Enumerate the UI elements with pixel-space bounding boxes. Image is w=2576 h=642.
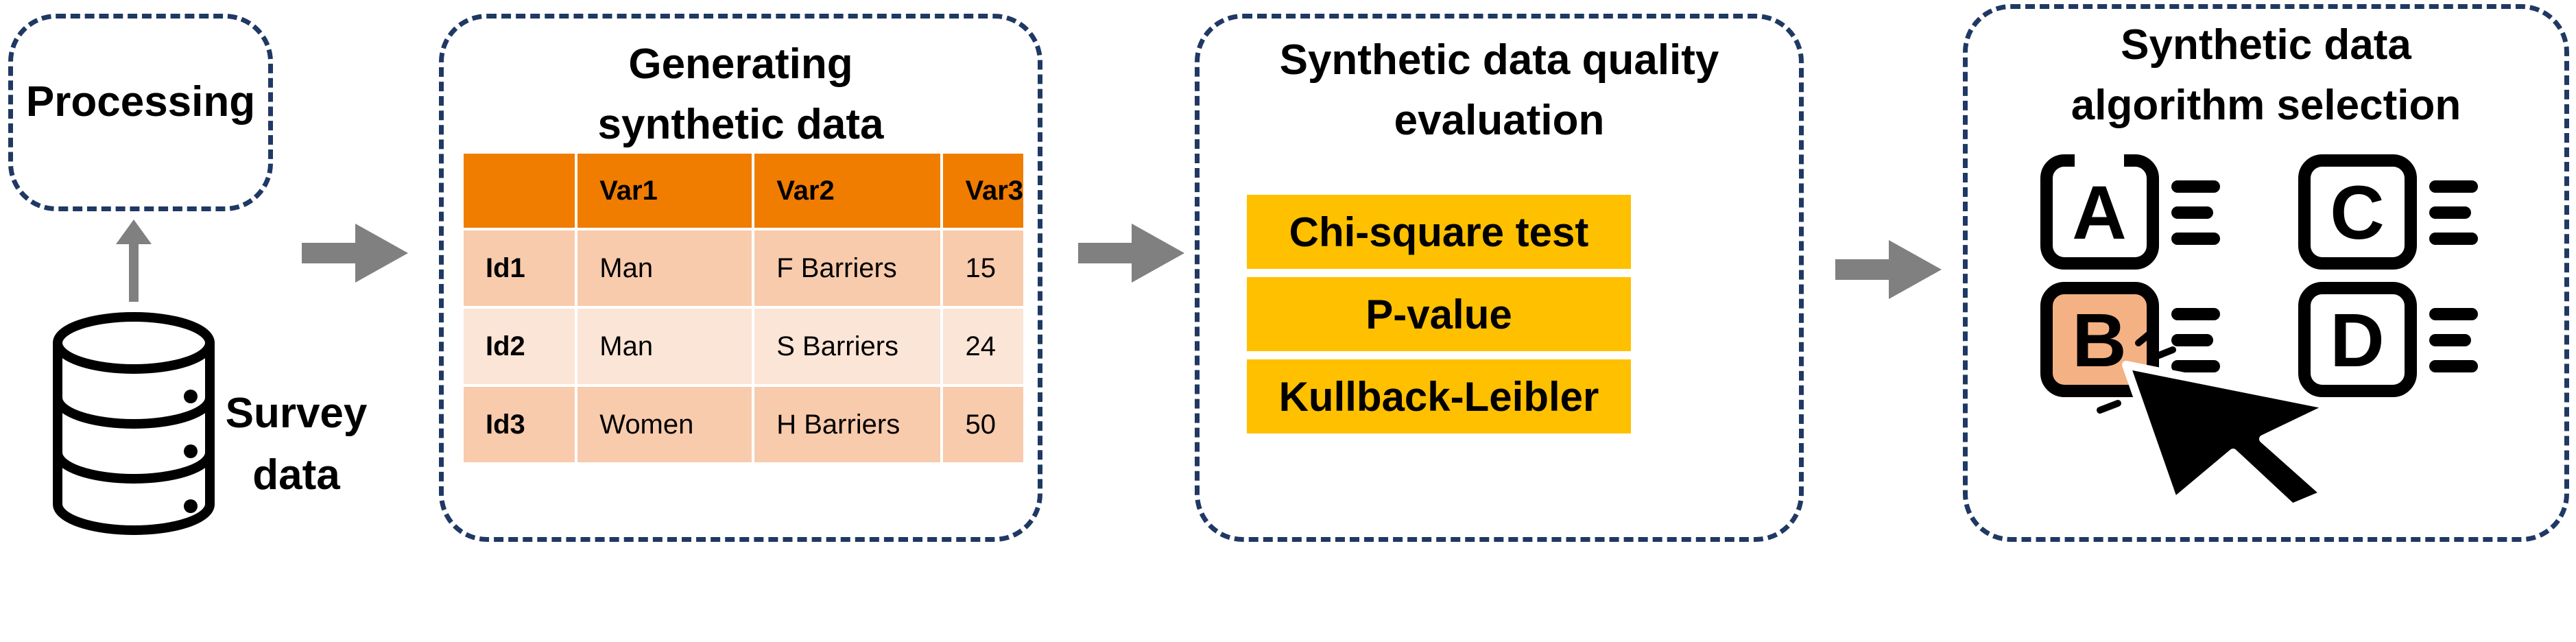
metric-chi-square: Chi-square test [1247,195,1631,269]
metric-p-value: P-value [1247,277,1631,351]
evaluation-title-line1: Synthetic data quality [1279,36,1719,84]
table-cell: Women [575,384,755,465]
algorithm-options-icon: A C B D [2040,151,2478,508]
table-cell: Id2 [460,306,578,387]
table-cell: 24 [940,306,1026,387]
flow-arrow-1-icon [302,224,408,283]
flow-arrow-2-icon [1078,224,1184,283]
option-d-letter: D [2330,298,2384,383]
generating-title-line2: synthetic data [597,101,884,148]
option-c: C [2298,154,2478,270]
metric-kullback-leibler: Kullback-Leibler [1247,359,1631,433]
evaluation-title: Synthetic data quality evaluation [1195,30,1804,151]
table-header-row: Var1 Var2 Var3 [460,151,1026,230]
option-list-icon [2429,308,2478,372]
table-cell: 50 [940,384,1026,465]
generating-title: Generating synthetic data [439,34,1042,155]
cursor-pointer-icon [2122,361,2336,508]
option-d: D [2298,282,2478,397]
table-cell: Man [575,306,755,387]
database-icon [53,312,215,535]
option-a-letter: A [2072,171,2126,255]
option-list-icon [2429,180,2478,245]
table-cell: S Barriers [752,306,944,387]
selection-box [1963,4,2569,542]
up-arrow-icon [116,219,152,302]
survey-label-line2: data [252,451,340,499]
table-cell: Id3 [460,384,578,465]
option-list-icon [2171,308,2220,372]
option-list-icon [2171,180,2220,245]
table-row: Id3 Women H Barriers 50 [460,384,1026,465]
table-header-cell: Var3 [940,151,1026,230]
processing-label: Processing [25,78,256,126]
table-header-cell: Var2 [752,151,944,230]
selection-title-line1: Synthetic data [2121,21,2411,69]
table-row: Id2 Man S Barriers 24 [460,306,1026,387]
option-a: A [2040,151,2220,270]
survey-data-label: Survey data [221,383,372,506]
table-cell: Id1 [460,228,578,309]
evaluation-title-line2: evaluation [1394,97,1605,144]
table-cell: H Barriers [752,384,944,465]
table-header-cell [460,151,578,230]
survey-label-line1: Survey [225,390,368,437]
processing-box [8,14,273,211]
generating-box [439,14,1042,542]
selection-title-line2: algorithm selection [2071,82,2461,129]
table-header-cell: Var1 [575,151,755,230]
option-b-letter: B [2072,298,2126,383]
selection-title: Synthetic data algorithm selection [1963,15,2569,136]
table-cell: Man [575,228,755,309]
table-cell: F Barriers [752,228,944,309]
table-row: Id1 Man F Barriers 15 [460,228,1026,309]
click-burst-icon [2090,327,2176,414]
table-cell: 15 [940,228,1026,309]
option-c-letter: C [2330,171,2384,255]
synthetic-data-table: Var1 Var2 Var3 Id1 Man F Barriers 15 Id2… [460,151,1026,465]
evaluation-box [1195,14,1804,542]
flow-arrow-3-icon [1835,240,1942,299]
generating-title-line1: Generating [628,40,853,88]
